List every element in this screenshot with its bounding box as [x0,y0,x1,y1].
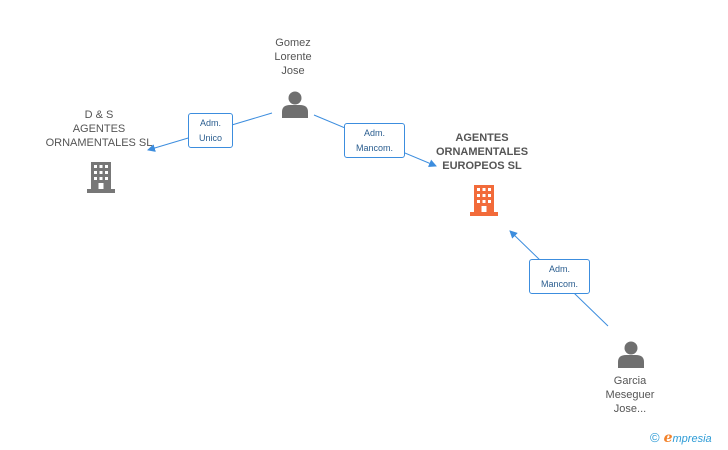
node-name-line: ORNAMENTALES [435,146,529,158]
edge-label-line: Adm. [199,118,221,128]
edge-label-line: Mancom. [355,143,393,153]
node-label-garcia[interactable]: Garcia Meseguer Jose... [590,374,670,416]
edge-label-adm-mancom[interactable]: Adm. Mancom. [344,123,405,158]
node-name-line: Garcia [613,375,647,387]
node-label-agentes-europeos[interactable]: AGENTES ORNAMENTALES EUROPEOS SL [422,131,542,173]
building-icon[interactable] [85,160,117,193]
edge-label-line: Unico [198,133,222,143]
node-name-line: Jose [281,65,305,77]
node-name-line: D & S [84,109,114,121]
node-label-ds-agentes[interactable]: D & S AGENTES ORNAMENTALES SL [40,108,158,150]
node-name-line: Jose... [613,403,647,415]
edge-label-adm-mancom[interactable]: Adm. Mancom. [529,259,590,294]
node-name-line: Gomez [275,37,311,49]
node-name-line: ORNAMENTALES SL [45,137,153,149]
edge-label-line: Adm. [363,128,385,138]
node-name-line: EUROPEOS SL [442,160,522,172]
edge-label-line: Mancom. [540,279,578,289]
node-label-gomez[interactable]: Gomez Lorente Jose [253,36,333,78]
node-name-line: Lorente [274,51,312,63]
building-icon[interactable] [468,183,500,216]
person-icon[interactable] [617,340,645,368]
empresia-logo: ©empresia [650,430,712,446]
node-name-line: AGENTES [455,132,509,144]
edge-label-line: Adm. [548,264,570,274]
brand-rest: mpresia [672,433,712,445]
person-icon[interactable] [281,90,309,118]
brand-e: e [663,430,673,446]
copyright-icon: © [650,430,660,445]
node-name-line: AGENTES [72,123,126,135]
edge-label-adm-unico[interactable]: Adm. Unico [188,113,233,148]
node-name-line: Meseguer [605,389,655,401]
